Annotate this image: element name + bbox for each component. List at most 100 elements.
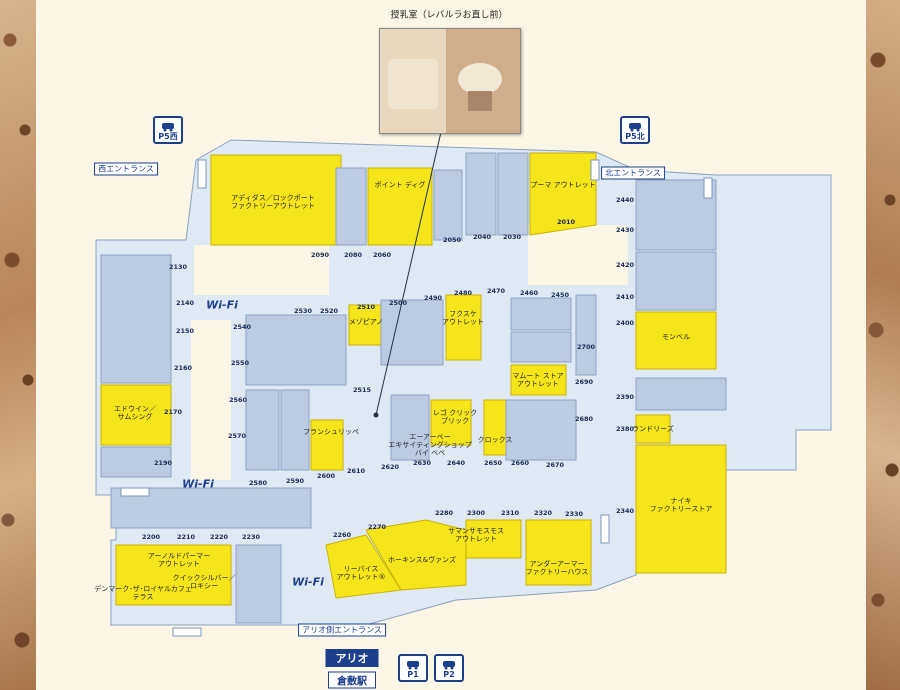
store-puma — [529, 152, 597, 236]
parking-label: P1 — [407, 670, 419, 679]
store-label-adidas: アディダス／ロックポートファクトリーアウトレット — [231, 194, 315, 210]
store-label-samsonite: サマンサモスモスアウトレット — [448, 527, 504, 543]
map-drawing — [95, 131, 832, 637]
entrance-ario[interactable]: アリオ側エントランス — [298, 623, 386, 637]
store-label-fukusuke: フクスケアウトレット — [442, 310, 484, 326]
unit-number: 2030 — [502, 233, 522, 241]
store-label-edwin: エドウイン／サムシング — [114, 405, 156, 421]
unit-number: 2230 — [241, 533, 261, 541]
photo-caption: 授乳室（レバルラお直し前） — [390, 10, 508, 21]
photo-pointer-line — [375, 131, 442, 416]
parking-p1[interactable]: P1 — [398, 654, 428, 682]
unit-number: 2040 — [472, 233, 492, 241]
entrance-north[interactable]: 北エントランス — [601, 166, 665, 180]
wifi-label: Wi-Fi — [206, 298, 238, 312]
unit-number: 2380 — [615, 425, 635, 433]
store-edwin — [100, 384, 172, 446]
unit-number: 2690 — [574, 378, 594, 386]
parking-p5-north[interactable]: P5北 — [620, 116, 650, 144]
car-icon — [443, 661, 455, 670]
parking-label: P5西 — [158, 132, 178, 141]
store-arnold — [115, 544, 232, 606]
unit-number: 2260 — [332, 531, 352, 539]
unit-number: 2560 — [228, 396, 248, 404]
unit-number: 2190 — [153, 459, 173, 467]
store-label-nike: ナイキファクトリーストア — [649, 497, 713, 513]
unit-number: 2620 — [380, 463, 400, 471]
unit-number: 2420 — [615, 261, 635, 269]
store-nike — [635, 444, 727, 574]
store-label-meso: メゾピアノ — [348, 318, 384, 326]
store-crocs — [483, 399, 507, 456]
unit-number: 2680 — [574, 415, 594, 423]
store-landries — [635, 414, 671, 444]
floor-map: 授乳室（レバルラお直し前） アディダス／ロックポートファクトリーアウトレット ポ… — [36, 0, 866, 690]
unit-number: 2340 — [615, 507, 635, 515]
courtyard — [528, 225, 628, 285]
unit-number: 2580 — [248, 479, 268, 487]
stores-blue — [100, 152, 727, 624]
parking-label: P5北 — [625, 132, 645, 141]
unit-number: 2510 — [356, 303, 376, 311]
store-label-puma: プーマ アウトレット — [530, 181, 596, 189]
unit-number: 2050 — [442, 236, 462, 244]
unit-number: 2390 — [615, 393, 635, 401]
unit-number: 2470 — [486, 287, 506, 295]
unit-number: 2550 — [230, 359, 250, 367]
unit-number: 2520 — [319, 307, 339, 315]
unit-number: 2090 — [310, 251, 330, 259]
escalators — [120, 159, 713, 637]
unit-number: 2160 — [173, 364, 193, 372]
unit-number: 2330 — [564, 510, 584, 518]
rock-border-right — [866, 0, 900, 690]
store-francfranc — [310, 419, 344, 471]
unit-number: 2440 — [615, 196, 635, 204]
store-label-hawkins: ホーキンス&ヴァンズ — [388, 556, 456, 564]
wifi-label: Wi-Fi — [292, 575, 324, 589]
kurashiki-station-sign[interactable]: 倉敷駅 — [328, 671, 376, 689]
unit-number: 2490 — [423, 294, 443, 302]
wifi-label: Wi-Fi — [182, 477, 214, 491]
unit-number: 2320 — [533, 509, 553, 517]
unit-number: 2660 — [510, 459, 530, 467]
unit-number: 2220 — [209, 533, 229, 541]
ario-sign[interactable]: アリオ — [325, 649, 379, 667]
store-montbell — [635, 311, 717, 370]
unit-number: 2150 — [175, 327, 195, 335]
unit-number: 2280 — [434, 509, 454, 517]
store-label-mamut: マムート ストアアウトレット — [512, 372, 564, 388]
unit-number: 2170 — [163, 408, 183, 416]
unit-number: 2500 — [388, 299, 408, 307]
unit-number: 2600 — [316, 472, 336, 480]
parking-p2[interactable]: P2 — [434, 654, 464, 682]
store-label-crocs: クロックス — [477, 436, 513, 444]
unit-number: 2310 — [500, 509, 520, 517]
unit-number: 2270 — [367, 523, 387, 531]
unit-number: 2130 — [168, 263, 188, 271]
unit-number: 2410 — [615, 293, 635, 301]
store-underarmour — [525, 519, 592, 586]
unit-number: 2670 — [545, 461, 565, 469]
unit-number: 2530 — [293, 307, 313, 315]
store-mamut — [510, 364, 567, 396]
nursing-room-photo — [379, 28, 521, 134]
unit-number: 2080 — [343, 251, 363, 259]
store-label-lego: レゴ クリックブリック — [432, 409, 478, 425]
entrance-west[interactable]: 西エントランス — [94, 162, 158, 176]
store-lego — [430, 399, 472, 446]
store-label-arnold: アーノルドパーマーアウトレット — [147, 552, 211, 568]
store-label-denmark: デンマーク･ザ･ロイヤルカフェテラス — [94, 585, 192, 601]
car-icon — [407, 661, 419, 670]
store-label-quiksilver: クイックシルバー／ロキシー — [172, 574, 236, 590]
unit-number: 2200 — [141, 533, 161, 541]
parking-p5-west[interactable]: P5西 — [153, 116, 183, 144]
unit-number: 2640 — [446, 459, 466, 467]
unit-number: 2540 — [232, 323, 252, 331]
unit-number: 2590 — [285, 477, 305, 485]
rock-border-left — [0, 0, 36, 690]
unit-number: 2460 — [519, 289, 539, 297]
unit-number: 2210 — [176, 533, 196, 541]
store-label-montbell: モンベル — [662, 333, 690, 341]
unit-number: 2400 — [615, 319, 635, 327]
unit-number: 2140 — [175, 299, 195, 307]
